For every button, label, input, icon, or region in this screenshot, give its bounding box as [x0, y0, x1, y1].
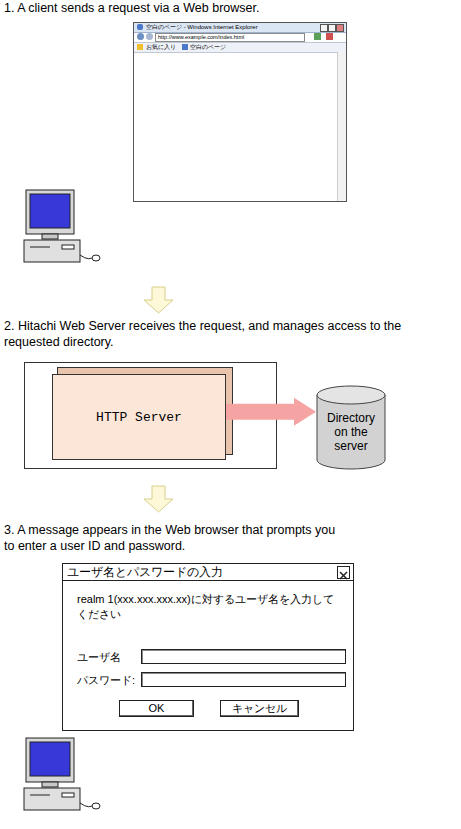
window-button	[328, 24, 336, 32]
directory-cylinder: Directory on the server	[316, 385, 386, 470]
go-button	[314, 33, 321, 40]
nav-button	[137, 33, 144, 40]
button-text: OK	[149, 702, 165, 715]
step-caption: 3. A message appears in the Web browser …	[4, 522, 349, 554]
browser-window: 空白のページ - Windows Internet Explorer http:/…	[133, 22, 347, 202]
field-label: パスワード:	[77, 673, 135, 687]
login-dialog: ユーザ名とパスワードの入力 realm 1(xxx.xxx.xxx.xx)に対する…	[62, 563, 354, 731]
window-button	[320, 24, 328, 32]
field-label: ユーザ名	[77, 650, 121, 664]
computer-icon	[24, 190, 100, 262]
step-caption: 2. Hitachi Web Server receives the reque…	[4, 318, 459, 350]
cross-line	[340, 572, 347, 579]
input-field	[141, 649, 346, 664]
window-title: 空白のページ - Windows Internet Explorer	[146, 23, 258, 31]
scrollbar	[337, 52, 346, 201]
flow-arrow	[144, 486, 173, 512]
cylinder-body	[317, 395, 385, 469]
favorites-text: お気に入り	[146, 43, 176, 51]
dialog-button: OK	[119, 700, 194, 717]
dialog-button: キャンセル	[220, 700, 299, 717]
step-caption: 1. A client sends a request via a Web br…	[4, 0, 459, 16]
server-name: HTTP Server	[96, 410, 182, 425]
dialog-title: ユーザ名とパスワードの入力	[67, 565, 223, 579]
address-text: http://www.example.com/index.html	[158, 33, 244, 41]
flow-block-arrow	[226, 398, 316, 426]
dialog-message: realm 1(xxx.xxx.xxx.xx)に対するユーザ名を入力してください	[77, 592, 339, 622]
stop-button	[326, 33, 333, 40]
tab-icon	[182, 44, 188, 50]
close-cross	[338, 570, 349, 581]
window-button	[336, 24, 344, 32]
button-text: キャンセル	[232, 702, 287, 715]
app-icon	[137, 24, 143, 30]
computer-icon	[24, 738, 100, 810]
flow-arrow	[144, 287, 173, 313]
cross-line	[340, 572, 347, 579]
cylinder-top	[317, 386, 385, 404]
input-field	[141, 672, 346, 687]
directory-name: Directory on the server	[319, 411, 383, 453]
nav-button	[146, 33, 153, 40]
close-button	[337, 566, 350, 579]
tab-text: 空白のページ	[190, 43, 226, 51]
favorites-star	[137, 44, 143, 50]
server-box: HTTP Server	[52, 374, 226, 460]
